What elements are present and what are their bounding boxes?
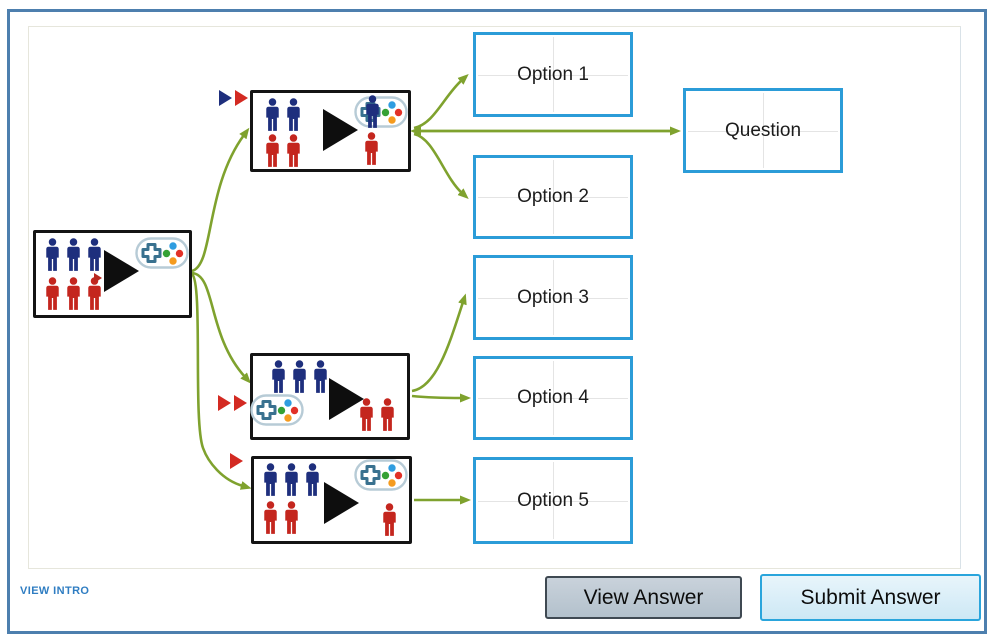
blue-person-icons (43, 238, 104, 271)
red-person-icons (263, 134, 303, 167)
option-5-label: Option 5 (517, 489, 589, 511)
blue-person-icons (263, 98, 303, 131)
option-4-label: Option 4 (517, 387, 589, 408)
submit-answer-button[interactable]: Submit Answer (760, 574, 981, 621)
red-person-icon (362, 132, 381, 170)
gamepad-cloud-icon[interactable] (250, 392, 304, 434)
stage-branch-1[interactable] (250, 90, 411, 172)
blue-person-icons (261, 463, 322, 496)
question-label: Question (724, 119, 802, 141)
stage-branch-3[interactable] (251, 456, 412, 544)
red-person-icons (43, 277, 104, 310)
option-4-box[interactable]: Option 4 (473, 356, 633, 440)
play-icon[interactable] (104, 250, 139, 292)
red-pointer-icon (230, 453, 243, 469)
option-5-box[interactable]: Option 5 (473, 457, 633, 544)
play-icon[interactable] (323, 109, 358, 151)
gamepad-cloud-icon[interactable] (135, 235, 189, 277)
question-box[interactable]: Question (683, 88, 843, 173)
play-icon[interactable] (324, 482, 359, 524)
red-pointer-icon (234, 395, 247, 411)
option-2-box[interactable]: Option 2 (473, 155, 633, 239)
stage-branch-2[interactable] (250, 353, 410, 440)
play-icon[interactable] (329, 378, 364, 420)
option-1-label: Option 1 (517, 63, 589, 85)
stage-initial-population[interactable] (33, 230, 192, 318)
option-3-box[interactable]: Option 3 (473, 255, 633, 340)
option-1-box[interactable]: Option 1 (473, 32, 633, 117)
red-pointer-icon (218, 395, 231, 411)
blue-person-icons (269, 360, 330, 393)
red-person-icon (380, 503, 399, 541)
view-intro-link[interactable]: VIEW INTRO (20, 585, 90, 597)
diagram-canvas (28, 26, 961, 569)
gamepad-cloud-icon[interactable] (354, 457, 408, 499)
blue-pointer-icon (219, 90, 232, 106)
red-person-icons (261, 501, 301, 534)
view-answer-button[interactable]: View Answer (545, 576, 742, 619)
small-arrow-icon (94, 273, 102, 283)
red-pointer-icon (235, 90, 248, 106)
option-2-label: Option 2 (517, 186, 589, 207)
option-3-label: Option 3 (517, 286, 589, 308)
blue-person-icon (363, 95, 382, 133)
